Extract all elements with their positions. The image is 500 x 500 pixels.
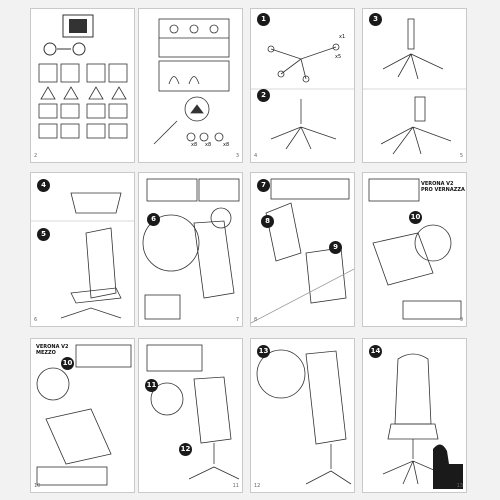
page-number: 7 — [235, 317, 239, 323]
page-number: 12 — [254, 483, 261, 489]
manual-page-7: 6 7 — [138, 172, 243, 327]
cover-base-illustration — [146, 344, 240, 480]
model-name: VERONA V2 PRO VERNAZZA — [421, 181, 465, 193]
backrest-mechanism-illustration — [142, 178, 240, 320]
model-variant-illustration — [36, 344, 132, 486]
parts-illustration — [153, 18, 230, 145]
step-badge: 4 — [37, 179, 50, 192]
step-badge: 7 — [257, 179, 270, 192]
page-number: 11 — [232, 483, 239, 489]
step-badge: 10 — [409, 211, 422, 224]
manual-page-5: 3 5 — [362, 8, 467, 163]
manual-page-2: 2 — [30, 8, 135, 163]
full-chair-illustration — [256, 349, 352, 485]
step-badge: 13 — [257, 345, 270, 358]
step-badge: 11 — [145, 379, 158, 392]
step-badge: 12 — [179, 443, 192, 456]
page-number: 2 — [34, 153, 38, 159]
model-name: VERONA V2 MEZZO — [36, 344, 69, 356]
manual-page-4: 1 2 x5 x1 4 — [250, 8, 355, 163]
step-badge: 5 — [37, 228, 50, 241]
gas-lift-illustration — [363, 18, 466, 155]
page-number: 3 — [235, 153, 239, 159]
page-number: 5 — [459, 153, 463, 159]
quantity-label: x8 — [191, 142, 198, 148]
quantity-label: x8 — [223, 142, 230, 148]
step-badge: 10 — [61, 357, 74, 370]
manual-page-3: x8 x8 x8 3 — [138, 8, 243, 163]
manual-page-8: 7 8 9 8 — [250, 172, 355, 327]
step-badge: 8 — [261, 215, 274, 228]
page-number: 10 — [34, 483, 41, 489]
step-badge: 3 — [369, 13, 382, 26]
manual-page-12: 13 12 — [250, 338, 355, 493]
manual-page-10: VERONA V2 MEZZO 10 10 — [30, 338, 135, 493]
page-number: 4 — [254, 153, 258, 159]
manual-page-11: 11 12 11 — [138, 338, 243, 493]
finished-chair-illustration — [382, 353, 463, 489]
quantity-label: x1 — [339, 34, 346, 40]
step-badge: 6 — [147, 213, 160, 226]
armrest-seat-illustration — [31, 192, 134, 319]
page-number: 13 — [456, 483, 463, 489]
manual-page-13: 14 13 — [362, 338, 467, 493]
page-number: 6 — [34, 317, 38, 323]
quantity-label: x5 — [335, 54, 342, 60]
thumbs-up-icon — [433, 444, 463, 489]
safety-warnings-illustration — [38, 14, 128, 139]
quantity-label: x8 — [205, 142, 212, 148]
page-number: 8 — [254, 317, 258, 323]
model-variant-illustration — [368, 178, 462, 320]
base-assembly-illustration — [251, 43, 354, 150]
backrest-attach-illustration — [251, 178, 354, 324]
manual-page-6: 4 5 6 — [30, 172, 135, 327]
step-badge: 1 — [257, 13, 270, 26]
step-badge: 9 — [329, 241, 342, 254]
page-number: 9 — [459, 317, 463, 323]
step-badge: 14 — [369, 345, 382, 358]
manual-page-9: VERONA V2 PRO VERNAZZA 10 9 — [362, 172, 467, 327]
step-badge: 2 — [257, 89, 270, 102]
